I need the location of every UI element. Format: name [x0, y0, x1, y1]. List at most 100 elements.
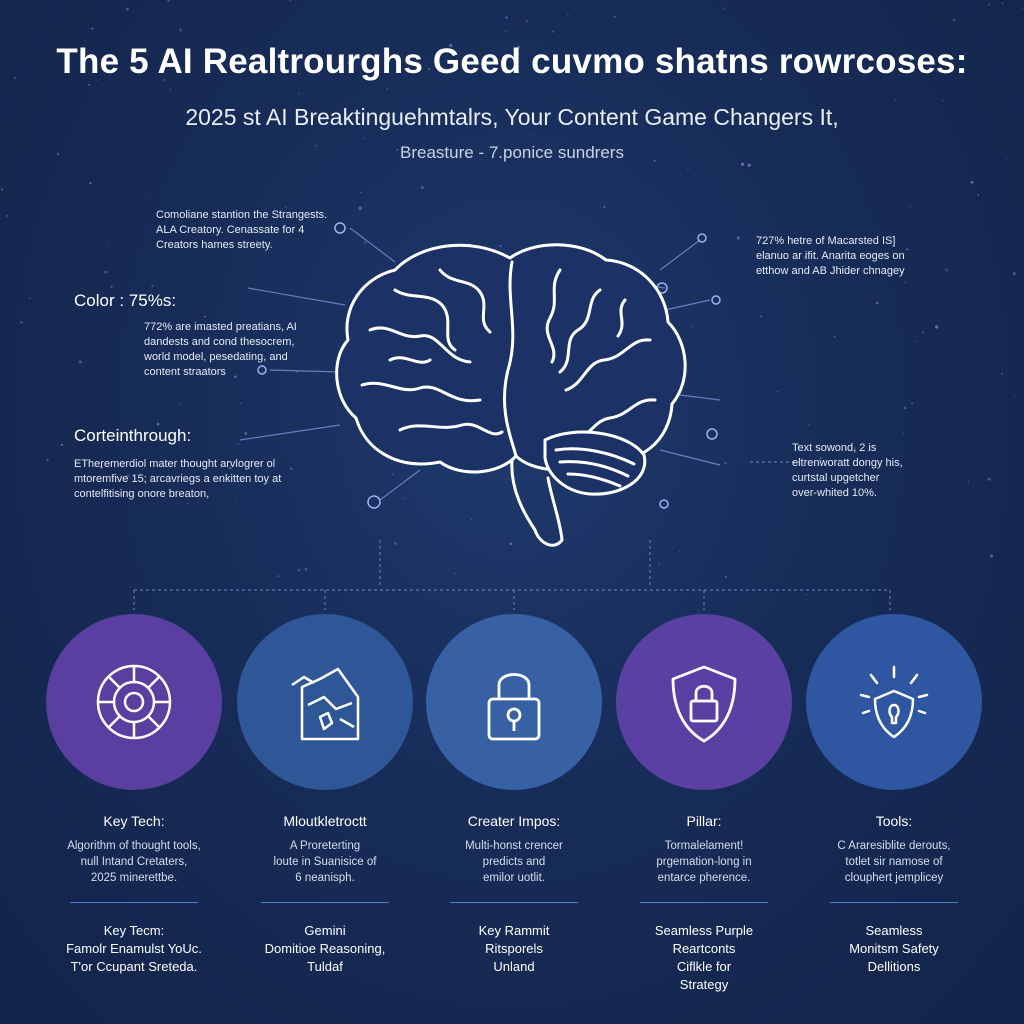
- star-dot: [499, 244, 502, 248]
- star-dot: [91, 27, 94, 30]
- star-dot: [1021, 7, 1024, 10]
- star-dot: [110, 285, 113, 288]
- star-dot: [363, 241, 367, 244]
- star-dot: [760, 78, 762, 80]
- star-dot: [262, 371, 264, 373]
- star-dot: [903, 406, 907, 410]
- star-dot: [517, 45, 520, 49]
- star-dot: [20, 320, 23, 324]
- star-dot: [449, 43, 453, 47]
- star-dot: [552, 30, 555, 33]
- star-dot: [808, 423, 810, 426]
- star-dot: [899, 257, 901, 259]
- card-4-foot: Seamless Purple Reartconts Ciflkle for S…: [604, 922, 804, 994]
- note-line: mtoremfive 15; arcavriegs a enkitten toy…: [74, 473, 282, 485]
- star-dot: [169, 88, 171, 90]
- star-dot: [1001, 372, 1003, 375]
- star-dot: [964, 52, 967, 55]
- star-dot: [136, 433, 139, 436]
- card-4-divider: [640, 902, 768, 903]
- star-dot: [679, 550, 681, 553]
- star-dot: [237, 327, 240, 330]
- note-line: dandests and cond thesocrem,: [144, 336, 295, 348]
- desc-line: prgemation-long in: [656, 856, 752, 868]
- star-dot: [970, 180, 974, 184]
- star-dot: [691, 325, 694, 327]
- star-dot: [386, 88, 389, 91]
- star-field: [1, 0, 1024, 596]
- card-4-title: Pillar:: [686, 813, 722, 829]
- foot-line: Strategy: [679, 977, 729, 992]
- star-dot: [614, 15, 617, 18]
- foot-line: Key Tecm:: [103, 923, 165, 938]
- desc-line: Algorithm of thought tools,: [67, 840, 201, 852]
- star-dot: [28, 297, 31, 300]
- star-dot: [240, 402, 242, 404]
- desc-line: 6 neanisph.: [295, 872, 355, 884]
- right-mid-note: Text sowond, 2 is eltrenworatt dongy his…: [792, 441, 903, 501]
- star-dot: [404, 497, 406, 499]
- note-line: curtstal upgetcher: [792, 472, 880, 484]
- note-line: Text sowond, 2 is: [792, 442, 877, 454]
- star-dot: [89, 182, 92, 185]
- star-dot: [525, 20, 528, 23]
- document-map-icon: [291, 667, 360, 741]
- star-dot: [315, 144, 318, 147]
- card-5-foot: Seamless Monitsm Safety Dellitions: [794, 922, 994, 976]
- color-heading: Color : 75%s:: [74, 291, 177, 310]
- star-dot: [135, 70, 139, 74]
- card-5-desc: C Araresiblite derouts, totlet sir namos…: [794, 838, 994, 886]
- desc-line: emilor uotlit.: [483, 872, 545, 884]
- star-dot: [84, 40, 86, 42]
- note-line: 772% are imasted preatians, AI: [144, 321, 297, 333]
- star-dot: [987, 477, 991, 481]
- star-dot: [936, 69, 939, 72]
- star-dot: [276, 354, 278, 356]
- star-dot: [207, 371, 210, 373]
- star-dot: [237, 443, 240, 445]
- star-dot: [724, 461, 727, 465]
- note-line: content straators: [144, 366, 226, 378]
- network-sphere-icon: [96, 664, 172, 740]
- connector-nodes: [257, 222, 721, 509]
- star-dot: [987, 3, 990, 6]
- star-dot: [61, 443, 63, 446]
- star-dot: [759, 315, 763, 318]
- card-1-circle: [46, 614, 222, 790]
- foot-line: Seamless: [865, 923, 923, 938]
- note-line: Comoliane stantion the Strangests.: [156, 209, 328, 221]
- color-note: 772% are imasted preatians, AI dandests …: [144, 320, 297, 380]
- star-dot: [256, 468, 259, 470]
- left-top-note: Comoliane stantion the Strangests. ALA C…: [156, 208, 327, 253]
- star-dot: [908, 205, 911, 208]
- star-dot: [723, 7, 725, 9]
- card-5-divider: [830, 902, 958, 903]
- star-dot: [658, 562, 660, 565]
- star-dot: [875, 301, 879, 305]
- desc-line: C Araresiblite derouts,: [837, 840, 951, 852]
- star-dot: [942, 99, 944, 102]
- star-dot: [819, 456, 823, 460]
- star-dot: [388, 53, 391, 56]
- page-tagline: Breasture - 7.ponice sundrers: [400, 143, 624, 162]
- star-dot: [99, 465, 104, 469]
- foot-line: Reartconts: [672, 941, 736, 956]
- card-3-foot: Key Rammit Ritsporels Unland: [414, 922, 614, 976]
- star-dot: [297, 568, 301, 572]
- card-1-divider: [70, 902, 198, 903]
- star-dot: [178, 403, 181, 406]
- star-dot: [470, 518, 473, 521]
- star-dot: [977, 194, 980, 196]
- star-dot: [952, 18, 956, 22]
- star-dot: [427, 67, 431, 71]
- star-dot: [687, 167, 689, 170]
- star-dot: [57, 153, 60, 156]
- star-dot: [128, 435, 132, 439]
- foot-line: Ciflkle for: [676, 959, 732, 974]
- desc-line: A Proreterting: [289, 840, 361, 852]
- star-dot: [151, 284, 154, 288]
- card-3-title: Creater Impos:: [467, 813, 561, 829]
- star-dot: [935, 325, 939, 329]
- foot-line: Monitsm Safety: [849, 941, 939, 956]
